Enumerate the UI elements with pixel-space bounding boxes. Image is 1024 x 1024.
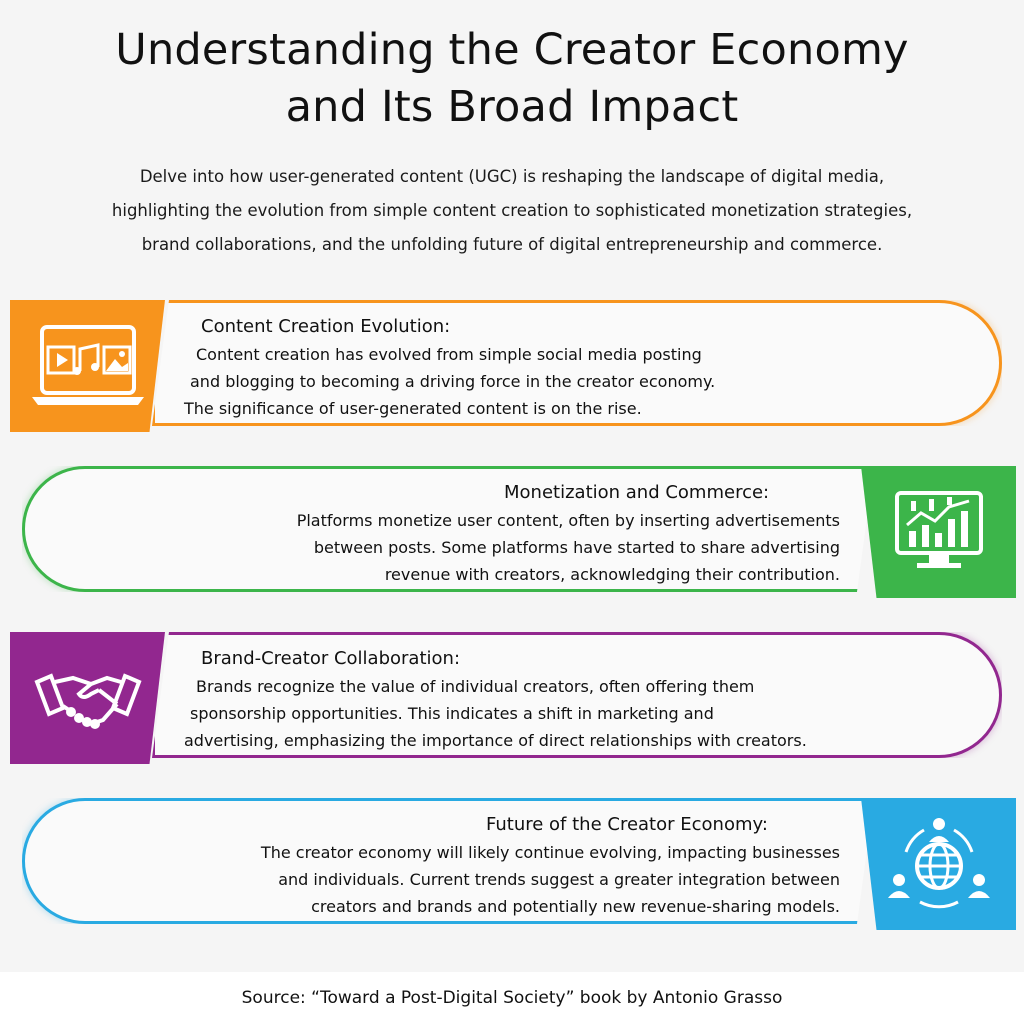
handshake-icon bbox=[33, 673, 142, 729]
intro-line-3: brand collaborations, and the unfolding … bbox=[141, 235, 883, 254]
section-heading: Monetization and Commerce: bbox=[504, 482, 770, 503]
intro-line-2: highlighting the evolution from simple c… bbox=[111, 201, 913, 220]
section-card bbox=[22, 798, 874, 924]
section-icon-box bbox=[10, 632, 165, 764]
section-body: Brands recognize the value of individual… bbox=[184, 673, 924, 754]
section-monetization: Monetization and Commerce: Platforms mon… bbox=[0, 466, 1024, 604]
title-line-1: Understanding the Creator Economy bbox=[115, 25, 909, 75]
media-monitor-icon bbox=[31, 325, 144, 405]
intro-line-1: Delve into how user-generated content (U… bbox=[139, 167, 885, 186]
section-body-line-1: Content creation has evolved from simple… bbox=[196, 345, 702, 364]
section-body-line-1: Brands recognize the value of individual… bbox=[196, 677, 755, 696]
section-body: Content creation has evolved from simple… bbox=[184, 341, 844, 422]
section-card bbox=[22, 466, 874, 592]
section-body-line-3: revenue with creators, acknowledging the… bbox=[384, 565, 840, 584]
section-heading: Brand-Creator Collaboration: bbox=[201, 648, 461, 669]
intro-paragraph: Delve into how user-generated content (U… bbox=[20, 160, 1004, 262]
stock-chart-monitor-icon bbox=[894, 491, 983, 568]
section-body-line-1: The creator economy will likely continue… bbox=[260, 843, 840, 862]
section-icon-box bbox=[861, 466, 1016, 598]
section-body-line-2: between posts. Some platforms have start… bbox=[313, 538, 840, 557]
section-body-line-3: creators and brands and potentially new … bbox=[311, 897, 840, 916]
section-content-creation: Content Creation Evolution: Content crea… bbox=[0, 300, 1024, 438]
section-body-line-3: advertising, emphasizing the importance … bbox=[184, 731, 807, 750]
section-body: Platforms monetize user content, often b… bbox=[150, 507, 840, 588]
section-card bbox=[152, 632, 1002, 758]
source-footer: Source: “Toward a Post-Digital Society” … bbox=[0, 972, 1024, 1024]
section-card bbox=[152, 300, 1002, 426]
section-body-line-3: The significance of user-generated conte… bbox=[184, 399, 642, 418]
page-title: Understanding the Creator Economy and It… bbox=[0, 22, 1024, 136]
section-body-line-1: Platforms monetize user content, often b… bbox=[296, 511, 840, 530]
section-brand-collaboration: Brand-Creator Collaboration: Brands reco… bbox=[0, 632, 1024, 770]
section-body-line-2: sponsorship opportunities. This indicate… bbox=[190, 704, 714, 723]
global-network-icon bbox=[887, 818, 990, 909]
section-heading: Content Creation Evolution: bbox=[201, 316, 451, 337]
section-icon-box bbox=[861, 798, 1016, 930]
section-future: Future of the Creator Economy: The creat… bbox=[0, 798, 1024, 936]
section-body-line-2: and blogging to becoming a driving force… bbox=[190, 372, 716, 391]
section-body: The creator economy will likely continue… bbox=[120, 839, 840, 920]
section-heading: Future of the Creator Economy: bbox=[486, 814, 768, 835]
section-body-line-2: and individuals. Current trends suggest … bbox=[278, 870, 840, 889]
section-icon-box bbox=[10, 300, 165, 432]
title-line-2: and Its Broad Impact bbox=[285, 82, 739, 132]
